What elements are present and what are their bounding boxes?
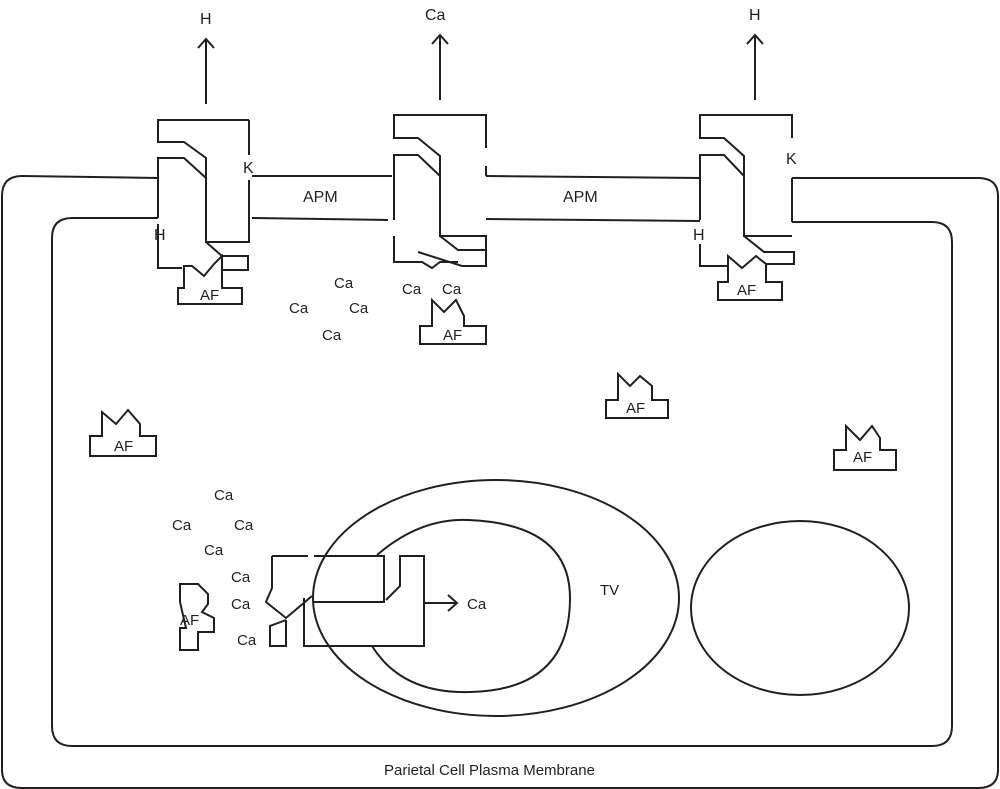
label-ca: Ca bbox=[231, 596, 251, 613]
label-k-right: K bbox=[786, 151, 797, 168]
label-af-pump-left: AF bbox=[200, 287, 219, 304]
apm-left-bottom-line bbox=[251, 217, 389, 221]
label-af-free-3: AF bbox=[853, 449, 872, 466]
label-ca: Ca bbox=[237, 632, 257, 649]
label-af-free-2: AF bbox=[114, 438, 133, 455]
label-h-top-right: H bbox=[749, 7, 761, 24]
label-ca: Ca bbox=[234, 517, 254, 534]
label-h-right: H bbox=[693, 227, 705, 244]
label-h-left: H bbox=[154, 227, 166, 244]
tubulovesicle-outer bbox=[312, 479, 680, 717]
label-apm-right: APM bbox=[563, 189, 598, 206]
apm-right-top-line bbox=[485, 175, 701, 179]
label-ca: Ca bbox=[322, 327, 342, 344]
label-ca: Ca bbox=[204, 542, 224, 559]
membrane-caption: Parietal Cell Plasma Membrane bbox=[384, 762, 595, 779]
label-ca-top-center: Ca bbox=[425, 7, 446, 24]
label-ca: Ca bbox=[214, 487, 234, 504]
inner-membrane bbox=[51, 217, 953, 747]
label-ca: Ca bbox=[172, 517, 192, 534]
af-on-vesicle-pump bbox=[179, 583, 215, 651]
af-on-pump-right bbox=[717, 253, 783, 301]
label-ca: Ca bbox=[442, 281, 462, 298]
outer-membrane bbox=[1, 174, 999, 789]
label-h-top-left: H bbox=[200, 11, 212, 28]
label-af-pump-right: AF bbox=[737, 282, 756, 299]
label-ca-inside-vesicle: Ca bbox=[467, 596, 487, 613]
arrow-h-left bbox=[197, 37, 215, 104]
hk-pump-left bbox=[157, 119, 250, 271]
af-on-pump-center bbox=[419, 297, 487, 345]
label-af-pump-center: AF bbox=[443, 327, 462, 344]
arrow-ca-into-vesicle bbox=[424, 594, 459, 612]
label-ca: Ca bbox=[402, 281, 422, 298]
label-k-left: K bbox=[243, 160, 254, 177]
hk-pump-right bbox=[699, 114, 795, 267]
label-ca: Ca bbox=[231, 569, 251, 586]
af-free-2 bbox=[89, 408, 157, 457]
label-af-free-1: AF bbox=[626, 400, 645, 417]
af-on-pump-left bbox=[177, 253, 243, 305]
label-tv: TV bbox=[600, 582, 619, 599]
apm-right-bottom-line bbox=[485, 218, 701, 222]
label-ca: Ca bbox=[334, 275, 354, 292]
arrow-h-right bbox=[746, 33, 764, 100]
second-vesicle bbox=[690, 520, 910, 696]
label-ca: Ca bbox=[289, 300, 309, 317]
ca-pump-vesicle bbox=[264, 555, 425, 647]
af-free-3 bbox=[833, 423, 897, 471]
af-free-1 bbox=[605, 371, 669, 419]
label-ca: Ca bbox=[349, 300, 369, 317]
ca-pump-center bbox=[393, 114, 487, 270]
label-apm-left: APM bbox=[303, 189, 338, 206]
label-af-vesicle-pump: AF bbox=[180, 612, 199, 629]
tubulovesicle-inner bbox=[371, 518, 572, 694]
arrow-ca-center bbox=[431, 33, 449, 100]
